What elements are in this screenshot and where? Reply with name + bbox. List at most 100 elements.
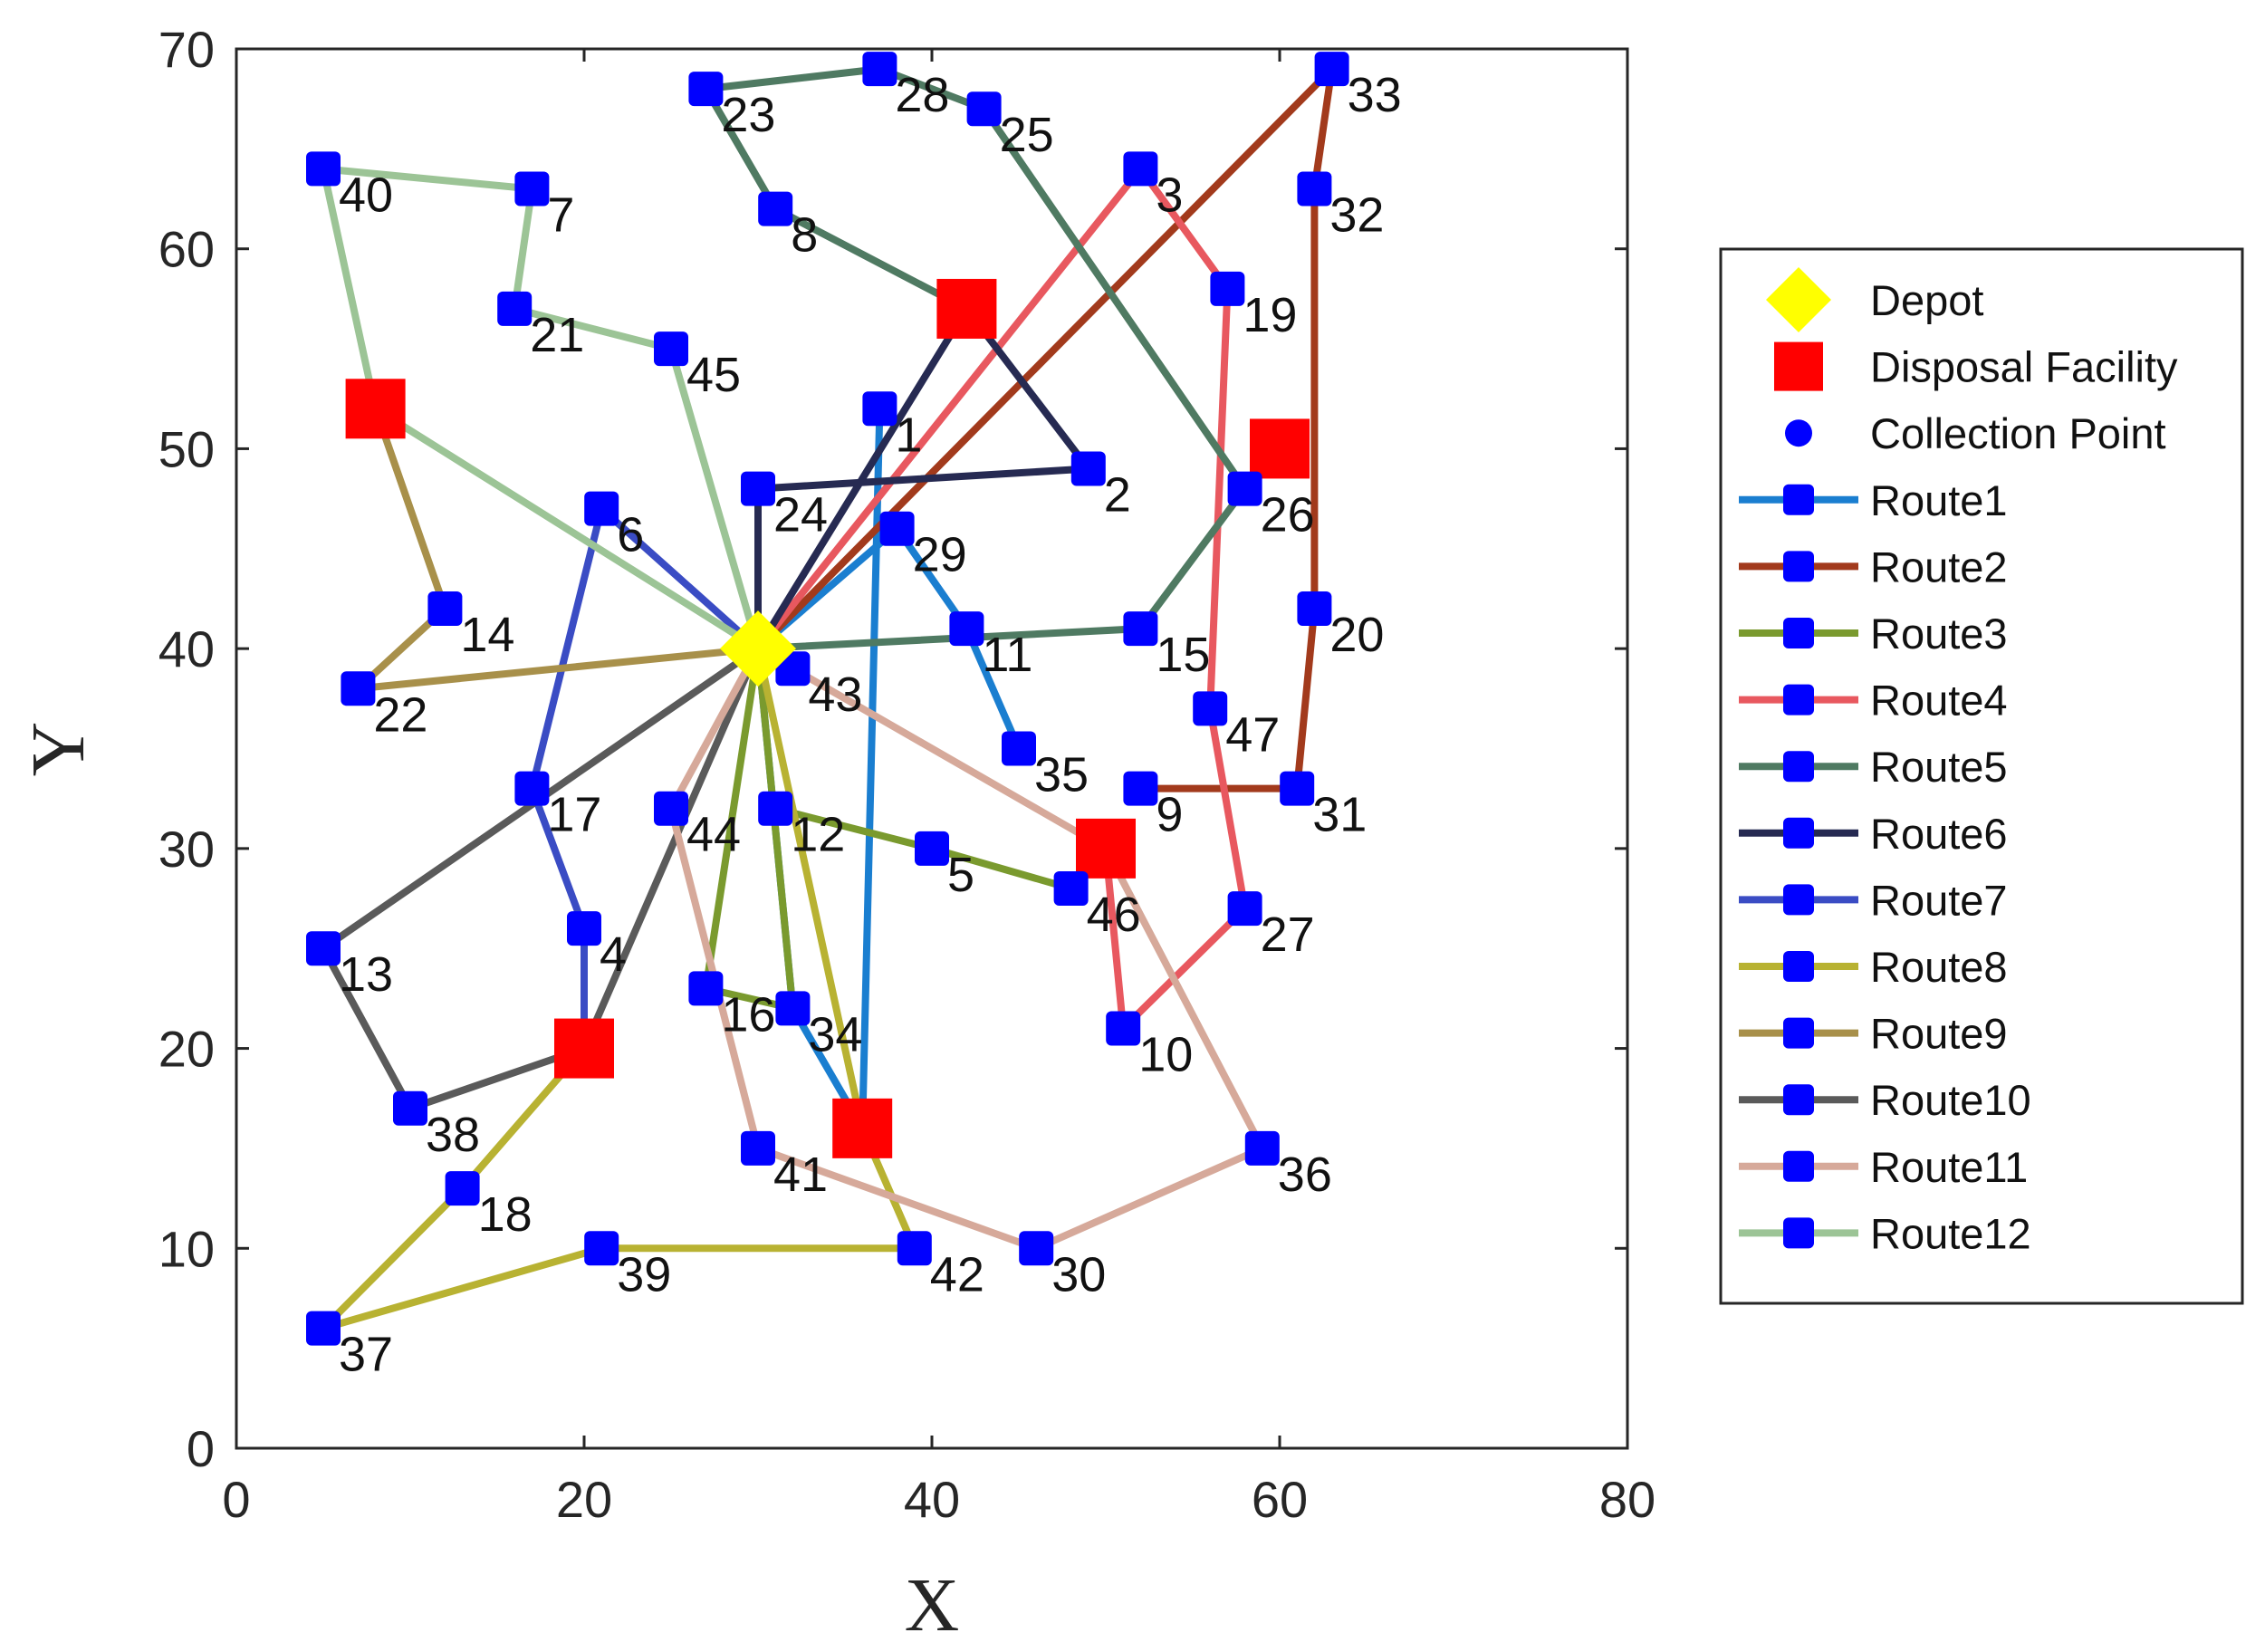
y-axis-label: Y [16, 722, 101, 777]
collection-point-44 [654, 791, 688, 826]
collection-point-16 [688, 971, 724, 1006]
route-line-route1-0 [754, 524, 1022, 753]
point-label-31: 31 [1312, 788, 1367, 842]
point-label-21: 21 [530, 308, 584, 362]
collection-point-47 [1193, 691, 1228, 726]
point-label-19: 19 [1243, 288, 1297, 342]
collection-point-18 [445, 1171, 480, 1206]
collection-point-41 [741, 1130, 775, 1166]
collection-point-14 [427, 591, 463, 626]
disposal-facility-marker-4 [1076, 818, 1136, 879]
point-label-15: 15 [1156, 628, 1210, 682]
disposal-facility-marker-6 [832, 1098, 893, 1158]
legend-label-route7: Route7 [1870, 876, 2008, 924]
disposal-facilities [345, 278, 1310, 1158]
legend-marker-route7 [1783, 884, 1814, 916]
point-label-39: 39 [617, 1247, 671, 1301]
legend-label-route10: Route10 [1870, 1076, 2031, 1124]
legend-marker-route2 [1783, 551, 1814, 582]
collection-point-36 [1244, 1130, 1280, 1166]
point-label-11: 11 [982, 628, 1032, 682]
depot-marker [720, 610, 796, 687]
collection-point-26 [1227, 471, 1262, 506]
collection-point-5 [915, 831, 949, 866]
legend-label-route2: Route2 [1870, 543, 2008, 591]
collection-point-3 [1123, 151, 1158, 187]
depot-marker-group [720, 610, 796, 687]
route-line-route3-3 [702, 645, 797, 1013]
collection-point-20 [1297, 591, 1332, 626]
collection-point-33 [1314, 52, 1349, 87]
collection-point-10 [1106, 1011, 1141, 1046]
point-label-8: 8 [791, 208, 818, 263]
y-tick-label-50: 50 [158, 420, 215, 477]
legend-label-route3: Route3 [1870, 610, 2008, 658]
y-tick-label-10: 10 [158, 1220, 215, 1277]
point-label-3: 3 [1156, 168, 1183, 222]
route-line-route4-5 [754, 165, 1249, 1032]
disposal-facility-marker-2 [936, 278, 997, 339]
point-label-24: 24 [773, 488, 828, 543]
point-label-29: 29 [913, 528, 967, 582]
collection-point-38 [393, 1090, 427, 1126]
disposal-facility-marker-3 [1250, 418, 1310, 479]
y-tick-label-60: 60 [158, 221, 215, 278]
collection-point-45 [654, 331, 688, 367]
x-tick-label-80: 80 [1599, 1471, 1656, 1528]
point-label-16: 16 [721, 987, 775, 1042]
collection-point-32 [1297, 171, 1332, 206]
collection-point-23 [688, 72, 724, 107]
legend-label-route6: Route6 [1870, 810, 2008, 858]
legend-marker-route3 [1783, 618, 1814, 648]
disposal-facility-marker-5 [554, 1018, 614, 1079]
point-label-10: 10 [1138, 1028, 1193, 1082]
point-label-13: 13 [339, 947, 393, 1002]
legend-label-route4: Route4 [1870, 677, 2008, 725]
collection-point-35 [1002, 731, 1036, 766]
point-label-9: 9 [1156, 788, 1183, 842]
point-label-2: 2 [1104, 468, 1131, 523]
point-label-5: 5 [947, 848, 974, 902]
point-label-1: 1 [895, 408, 922, 462]
disposal-facility-marker-1 [345, 379, 406, 439]
point-label-17: 17 [547, 788, 601, 842]
legend-label-route5: Route5 [1870, 743, 2008, 791]
collection-point-25 [966, 91, 1002, 127]
route-line-route8-9 [320, 645, 918, 1332]
legend-label-route12: Route12 [1870, 1209, 2031, 1257]
y-tick-label-40: 40 [158, 620, 215, 677]
point-label-33: 33 [1348, 68, 1402, 122]
legend-marker-route1 [1783, 484, 1814, 515]
x-axis-label: X [905, 1563, 960, 1647]
legend-marker-disposal-facility [1774, 341, 1823, 391]
point-label-18: 18 [478, 1187, 533, 1242]
collection-point-8 [758, 191, 793, 226]
point-label-23: 23 [721, 88, 775, 142]
point-label-22: 22 [373, 687, 427, 742]
point-label-20: 20 [1329, 608, 1384, 662]
collection-point-4 [567, 911, 601, 946]
legend-marker-route12 [1783, 1217, 1814, 1249]
point-label-44: 44 [686, 808, 741, 862]
collection-point-39 [584, 1231, 619, 1266]
point-label-32: 32 [1329, 188, 1384, 243]
legend-label-route1: Route1 [1870, 476, 2008, 524]
legend-marker-route6 [1783, 817, 1814, 849]
collection-point-37 [306, 1311, 341, 1346]
legend-marker-route10 [1783, 1084, 1814, 1116]
collection-point-6 [584, 491, 619, 526]
collection-point-27 [1227, 891, 1262, 927]
collection-point-9 [1123, 771, 1158, 806]
legend-marker-collection-point [1785, 419, 1812, 447]
collection-point-2 [1070, 451, 1106, 486]
collection-point-46 [1053, 871, 1089, 906]
y-tick-label-20: 20 [158, 1021, 215, 1078]
y-tick-label-70: 70 [158, 21, 215, 78]
x-tick-label-20: 20 [556, 1471, 612, 1528]
collection-point-17 [514, 771, 550, 806]
collection-point-28 [862, 52, 897, 87]
collection-point-13 [306, 931, 341, 966]
